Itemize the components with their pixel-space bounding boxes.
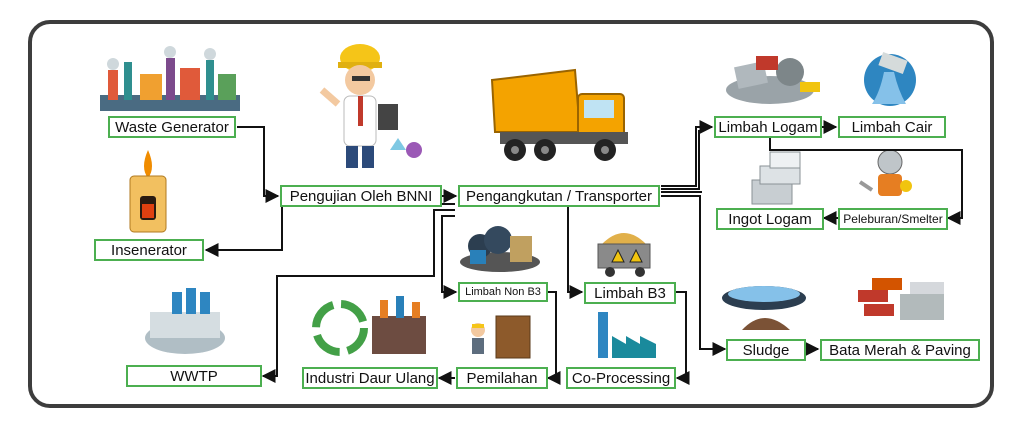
arrow-b3-to-coprocessing [675, 291, 690, 385]
connectors [204, 120, 963, 385]
scrap-metal-icon [726, 56, 820, 104]
engineer-icon [319, 44, 422, 168]
garbage-pile-icon [460, 226, 540, 272]
node-limbah-logam: Limbah Logam [714, 116, 822, 138]
node-limbah-cair: Limbah Cair [838, 116, 946, 138]
sorting-worker-icon [471, 315, 531, 359]
arrow-to-limbah-logam [661, 120, 714, 187]
node-bata-merah: Bata Merah & Paving [820, 339, 980, 361]
factory-icon [100, 46, 240, 111]
node-pengujian: Pengujian Oleh BNNI [280, 185, 442, 207]
node-insenerator: Insenerator [94, 239, 204, 261]
arrow-to-insenerator [204, 203, 455, 257]
arrow-non-b3-to-pemilahan [546, 291, 561, 385]
arrow-to-limbah-b3 [567, 205, 584, 299]
arrow-waste-to-pengujian [237, 126, 280, 203]
node-co-processing: Co-Processing [566, 367, 676, 389]
node-wwtp: WWTP [126, 365, 262, 387]
node-peleburan: Peleburan/Smelter [838, 208, 948, 230]
arrow-to-wwtp [261, 209, 455, 383]
bricks-paving-icon [858, 278, 944, 320]
sludge-tank-icon [722, 286, 806, 330]
arrow-to-limbah-non-b3 [441, 215, 458, 299]
node-pengangkutan: Pengangkutan / Transporter [458, 185, 660, 207]
node-industri-daur-ulang: Industri Daur Ulang [302, 367, 438, 389]
smelter-worker-icon [858, 149, 912, 196]
hazard-cart-icon [597, 233, 651, 277]
recycling-factory-icon [312, 296, 426, 356]
water-treatment-plant-icon [145, 288, 225, 354]
arrow-to-sludge [661, 195, 727, 356]
metal-ingot-icon [751, 151, 801, 205]
node-limbah-b3: Limbah B3 [584, 282, 676, 304]
arrow-cair-to-peleburan [769, 138, 963, 225]
dump-truck-icon [490, 68, 628, 161]
node-waste-generator: Waste Generator [108, 116, 236, 138]
liquid-waste-pipe-icon [864, 51, 916, 106]
cement-plant-icon [598, 312, 656, 358]
node-ingot-logam: Ingot Logam [716, 208, 824, 230]
furnace-icon [129, 150, 167, 233]
node-pemilahan: Pemilahan [456, 367, 548, 389]
node-limbah-non-b3: Limbah Non B3 [458, 282, 548, 302]
node-sludge: Sludge [726, 339, 806, 361]
